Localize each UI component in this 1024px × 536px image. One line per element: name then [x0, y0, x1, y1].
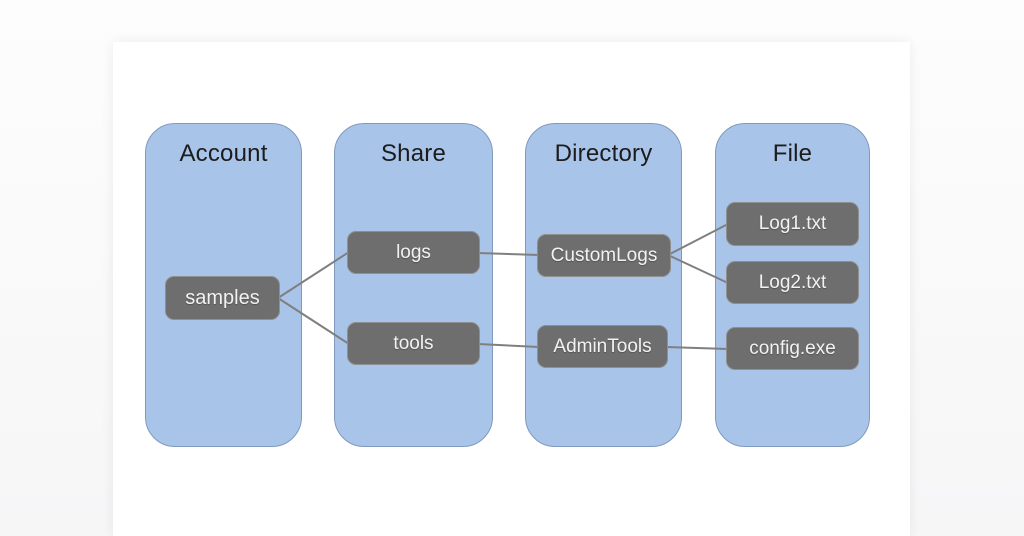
node-log1: Log1.txt: [726, 202, 859, 246]
column-share: Share: [334, 123, 493, 447]
column-title-share: Share: [380, 140, 447, 167]
node-admintools: AdminTools: [537, 325, 668, 368]
node-logs: logs: [347, 231, 480, 274]
node-customlogs: CustomLogs: [537, 234, 671, 277]
node-log2: Log2.txt: [726, 261, 859, 304]
column-directory: Directory: [525, 123, 682, 447]
node-config: config.exe: [726, 327, 859, 370]
node-samples: samples: [165, 276, 280, 320]
column-title-file: File: [772, 140, 813, 167]
node-tools: tools: [347, 322, 480, 365]
column-title-account: Account: [179, 140, 268, 167]
column-title-directory: Directory: [554, 140, 653, 167]
